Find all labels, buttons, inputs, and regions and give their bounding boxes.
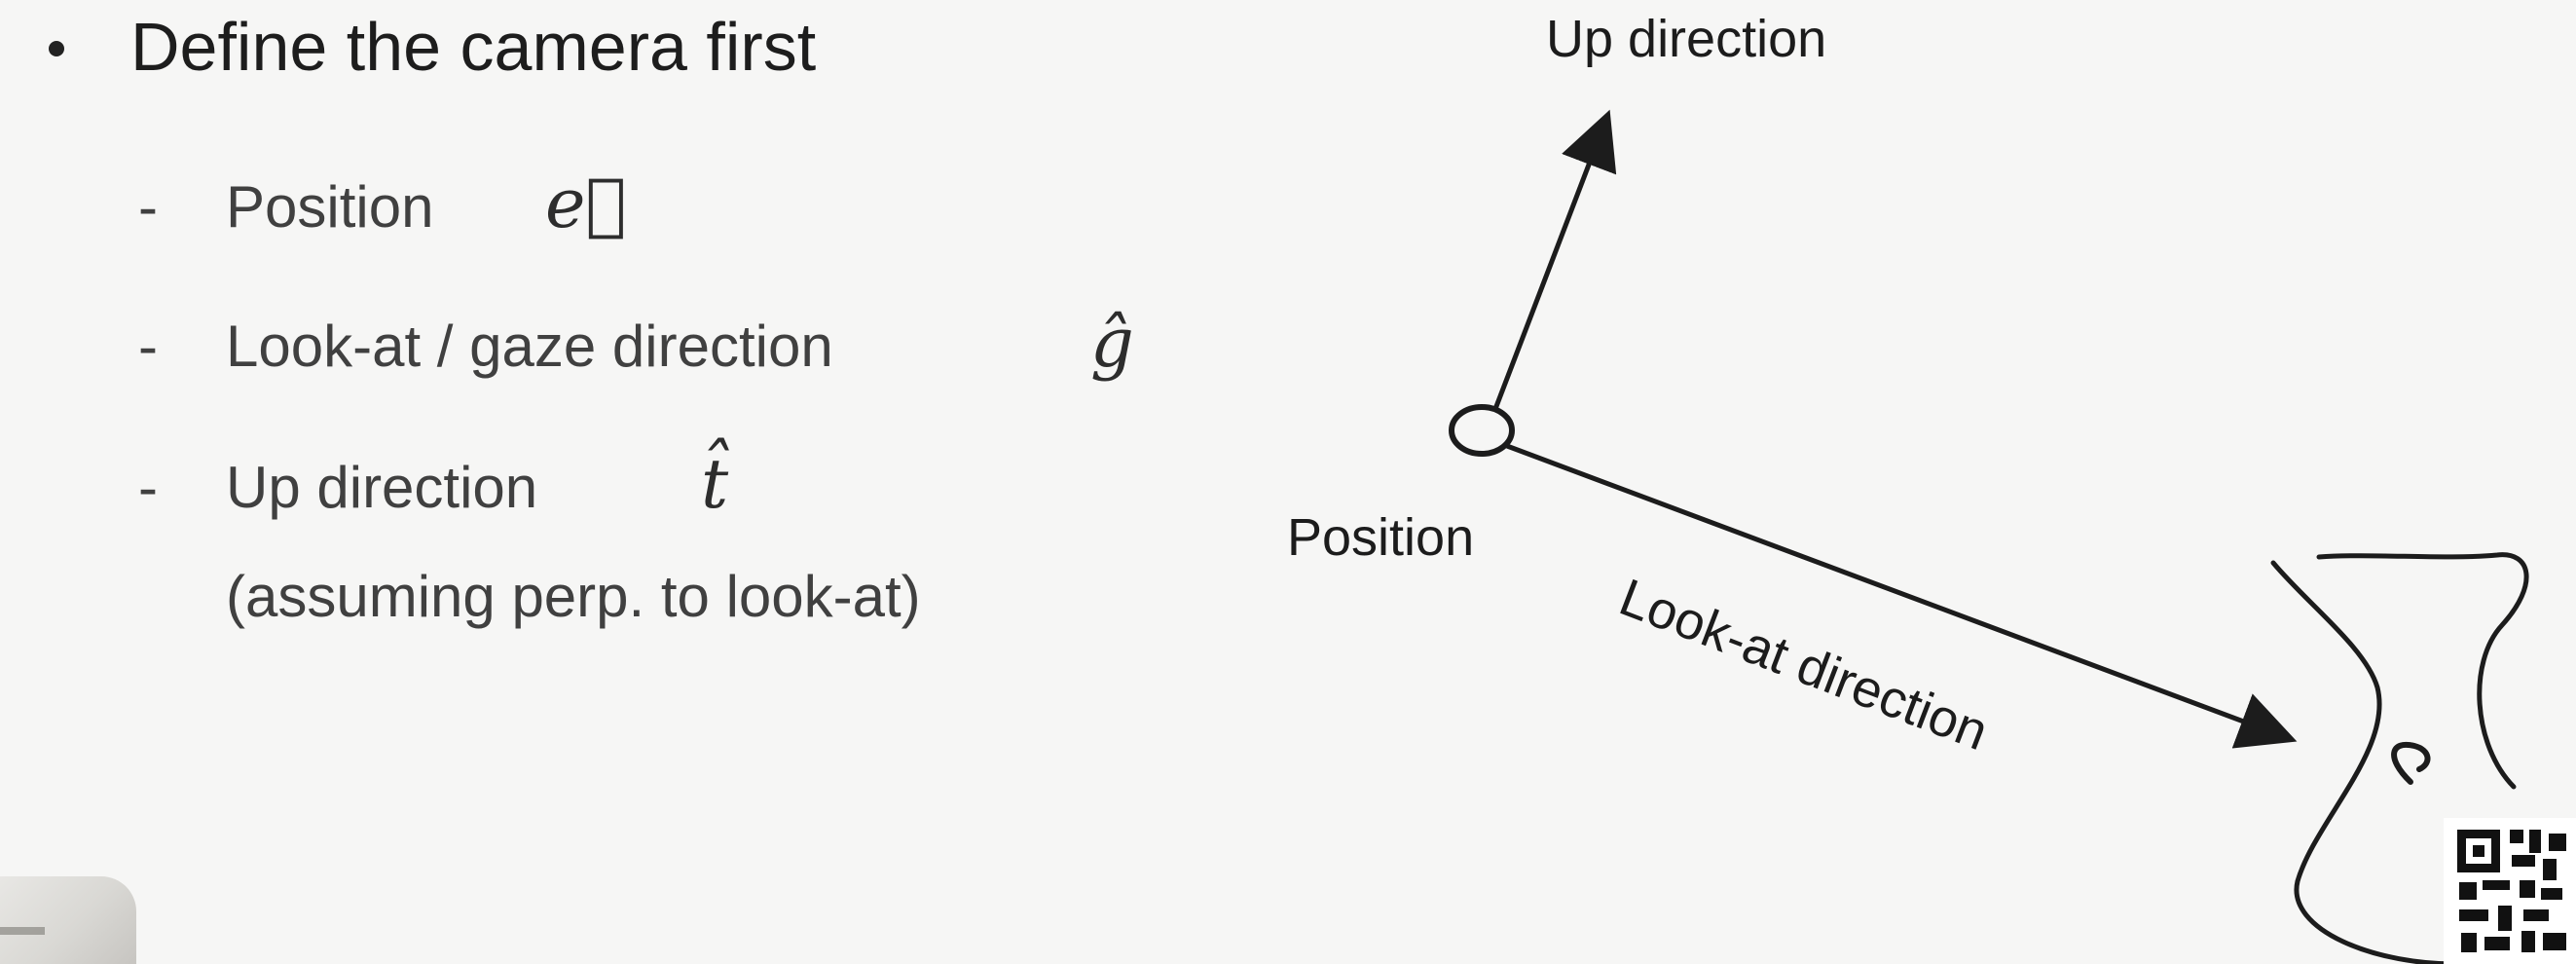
position-symbol: e⃗ <box>545 164 627 243</box>
up-arrow <box>1492 109 1617 410</box>
device-corner-overlay <box>0 876 136 964</box>
bullet-dot-icon <box>49 41 64 56</box>
main-bullet-text: Define the camera first <box>130 9 817 85</box>
sub-item-label: Up direction <box>226 455 538 520</box>
up-direction-note: (assuming perp. to look-at) <box>226 564 921 629</box>
look-at-label: Look-at direction <box>1612 568 1996 761</box>
look-at-arrow <box>1506 443 2298 749</box>
sub-item-dash: - <box>138 314 158 379</box>
up-symbol: t̂ <box>701 444 729 524</box>
sub-item-label: Position <box>226 174 434 240</box>
gaze-symbol: ĝ <box>1090 303 1134 383</box>
up-direction-label: Up direction <box>1546 10 1826 68</box>
scene-object-outline <box>2270 552 2529 964</box>
camera-position-marker <box>1449 404 1515 457</box>
qr-code-icon <box>2444 818 2576 964</box>
sub-item-dash: - <box>138 455 158 520</box>
sub-item-label: Look-at / gaze direction <box>226 314 833 379</box>
sub-item-dash: - <box>138 174 158 240</box>
position-label: Position <box>1287 508 1474 567</box>
scene-object-hole <box>2391 741 2431 785</box>
